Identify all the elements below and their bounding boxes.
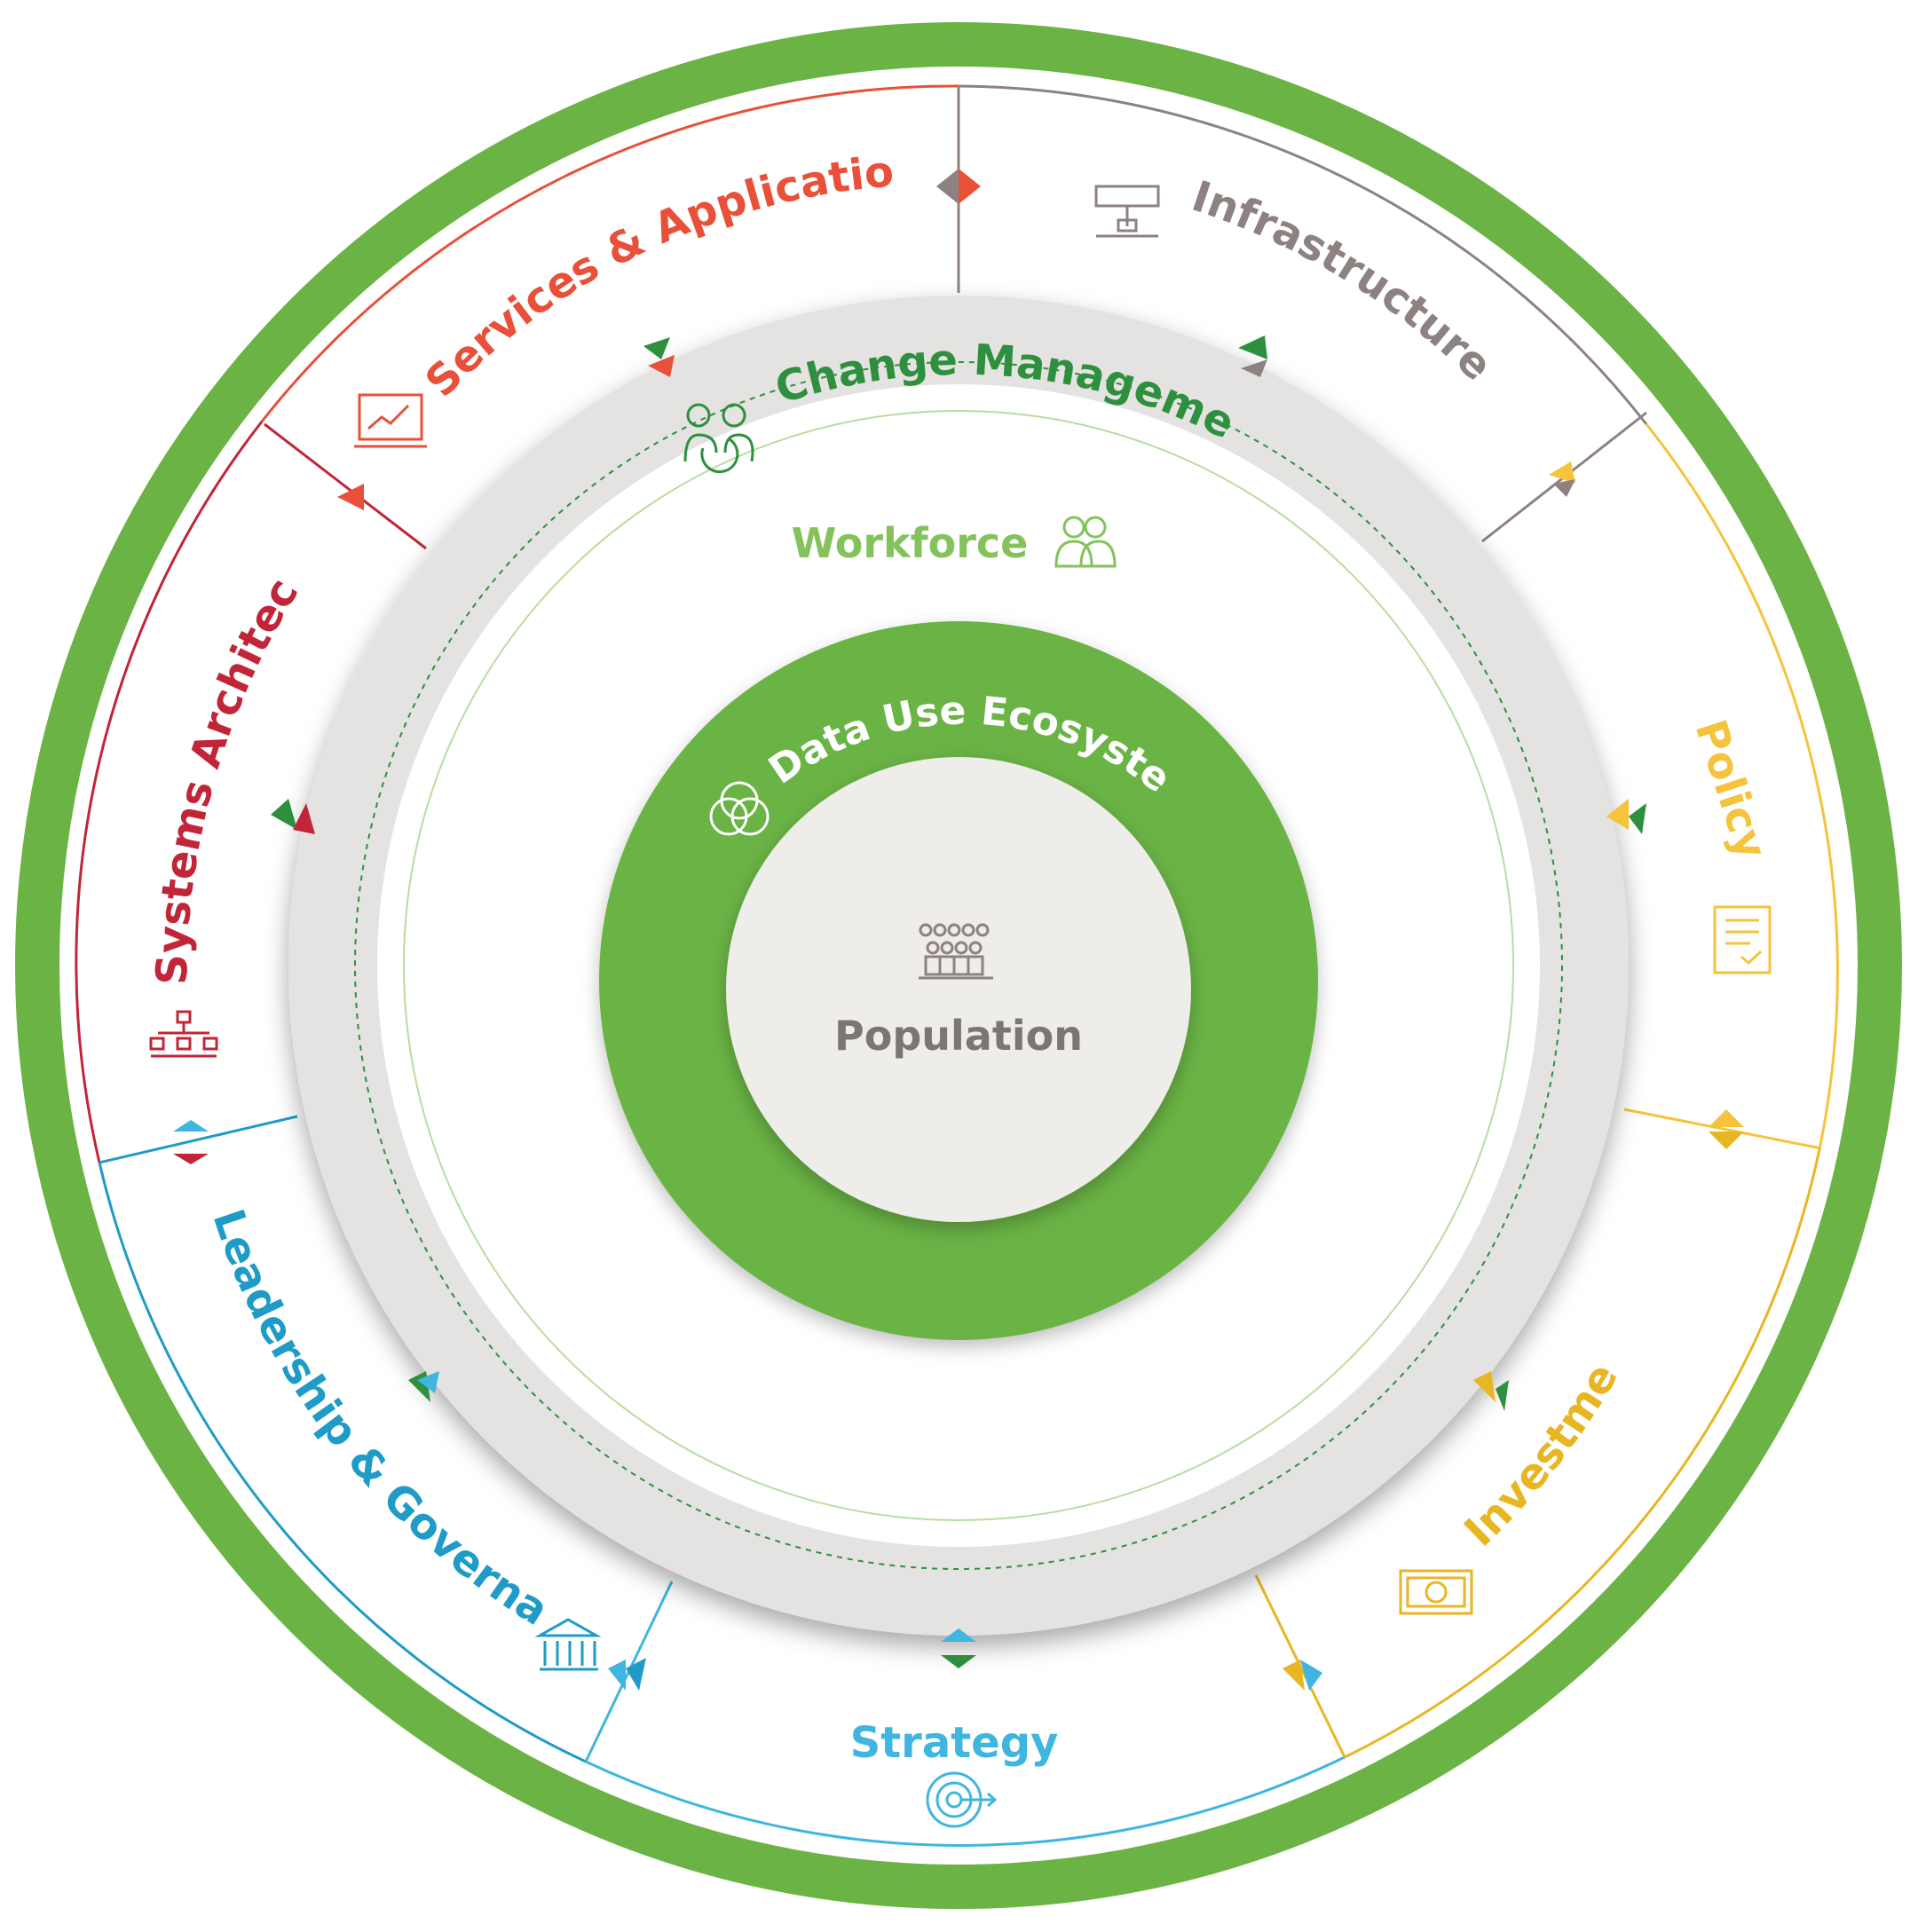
population-label: Population — [834, 1012, 1083, 1060]
target-arrow-icon — [926, 1771, 998, 1828]
segment-label-policy: Policy — [1685, 714, 1777, 864]
outer-ring — [15, 22, 1902, 1909]
document-check-icon — [1713, 905, 1772, 974]
connector-markers — [173, 169, 1744, 1691]
segment-border-arcs — [75, 84, 1839, 1847]
segment-label-strategy: Strategy — [850, 1718, 1059, 1768]
laptop-chart-icon — [354, 393, 427, 448]
population-disc — [726, 757, 1191, 1222]
workforce-inner-line — [403, 410, 1514, 1521]
people-icon — [1054, 516, 1117, 568]
wavy-line — [354, 361, 1563, 1570]
hierarchy-icon — [149, 1010, 218, 1058]
venn-circles-icon — [709, 781, 770, 836]
crowd-icon — [919, 923, 993, 980]
institution-building-icon — [534, 1618, 602, 1671]
banknote-icon — [1399, 1569, 1473, 1615]
people-cycle-icon — [683, 403, 754, 474]
workforce-label: Workforce — [792, 519, 1029, 567]
server-network-icon — [1094, 185, 1160, 238]
